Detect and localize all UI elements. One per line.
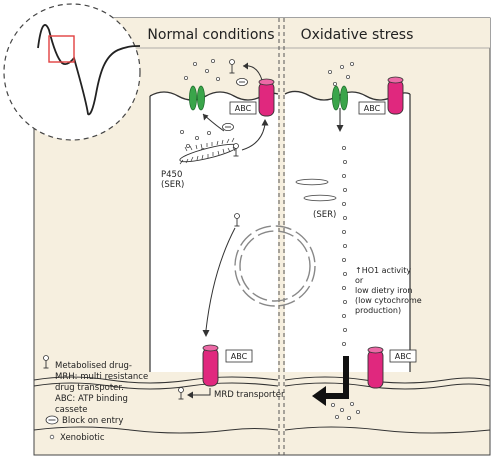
- abc-box-left-basal: [225, 349, 253, 363]
- p450-ser-organelle: [179, 137, 239, 165]
- legend-line-5: cassete: [55, 405, 88, 415]
- mrd-transporter-basal-left: [202, 344, 219, 387]
- arrow-to-basal-transporter: [205, 227, 236, 331]
- legend: Metabolised drug- MRH: multi resistance …: [43, 355, 148, 443]
- legend-line-1: Metabolised drug-: [55, 361, 132, 371]
- metabolised-drug-icon-exit: [178, 387, 184, 400]
- mrd-transporter-apical-right: [387, 76, 404, 115]
- waveform-highlight-box: [48, 35, 75, 63]
- exit-arrow-left: [193, 388, 211, 396]
- legend-xenobiotic-icon: [49, 434, 55, 440]
- xenobiotic-dots-right-top: [327, 62, 354, 87]
- ho1-line-3: low dietry iron: [355, 286, 412, 295]
- xenobiotic-dots-leak: [330, 401, 360, 420]
- panel-title-oxidative: Oxidative stress: [301, 27, 414, 43]
- ser-organelle-right: [295, 178, 337, 202]
- mrd-transporter-label: MRD transporter: [214, 390, 285, 400]
- p450-label: P450: [161, 170, 182, 180]
- ho1-line-1: ↑HO1 activity: [355, 266, 411, 275]
- legend-line-3: drug transpoter.: [55, 383, 124, 393]
- legend-line-4: ABC: ATP binding: [55, 394, 128, 404]
- waveform-trace: [37, 24, 141, 116]
- legend-drug-icon: [43, 355, 49, 369]
- abc-box-left-apical: [229, 101, 257, 115]
- cell-right: [285, 91, 410, 372]
- abc-label-right-apical: ABC: [364, 104, 381, 113]
- abc-label-left-apical: ABC: [235, 104, 252, 113]
- mrd-transporter-basal-right: [367, 346, 384, 389]
- xenobiotic-column-right: [341, 145, 347, 346]
- xenobiotic-dots-left-top: [183, 59, 220, 82]
- nucleus: [234, 225, 316, 307]
- metabolised-drug-icon-mid: [234, 213, 240, 227]
- legend-xenobiotic-label: Xenobiotic: [60, 433, 105, 443]
- abc-box-right-basal: [389, 349, 417, 363]
- basal-membrane-top: [33, 376, 279, 384]
- legend-block-label: Block on entry: [62, 416, 123, 426]
- panel-title-normal: Normal conditions: [147, 27, 274, 43]
- bulk-leak-arrow: [324, 356, 349, 399]
- green-channel-left: [189, 85, 205, 111]
- ho1-line-5: production): [355, 306, 401, 315]
- bottom-membrane: [33, 426, 279, 434]
- ho1-line-2: or: [355, 276, 364, 285]
- mrd-transporter-apical-left: [258, 78, 275, 117]
- abc-label-right-basal: ABC: [395, 352, 412, 361]
- cell-left: [150, 92, 278, 372]
- arrow-p450-to-abc: [241, 123, 266, 151]
- abc-label-left-basal: ABC: [231, 352, 248, 361]
- abc-box-right-apical: [358, 101, 386, 115]
- ser-label: (SER): [313, 210, 336, 220]
- metabolised-drug-icon-top-left: [229, 59, 235, 74]
- metabolised-drug-icon-p450: [233, 143, 239, 157]
- ho1-line-4: (low cytochrome: [355, 296, 422, 305]
- legend-line-2: MRH: multi resistance: [55, 372, 148, 382]
- green-channel-right: [332, 85, 348, 111]
- waveform-inset: [3, 3, 141, 141]
- p450-ser-label: (SER): [161, 180, 184, 190]
